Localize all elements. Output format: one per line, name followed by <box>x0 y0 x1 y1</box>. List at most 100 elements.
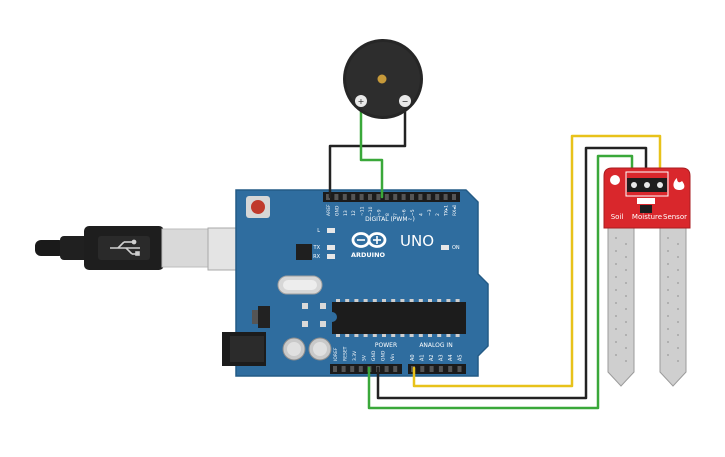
digital-pin-socket[interactable] <box>435 194 440 200</box>
digital-pin-socket[interactable] <box>334 194 339 200</box>
analog-pin-label: A0 <box>410 354 416 361</box>
sensor-component <box>637 198 655 204</box>
power-pin-header[interactable] <box>330 364 402 374</box>
chip-pin <box>391 299 396 302</box>
digital-pin-socket[interactable] <box>368 194 372 200</box>
digital-pin-socket[interactable] <box>426 194 431 200</box>
wire-buzzer-pin8[interactable] <box>359 106 384 199</box>
power-pin-label: 3.3V <box>352 350 358 361</box>
digital-pin-socket[interactable] <box>376 194 381 200</box>
digital-pin-label: ~11 <box>360 206 366 216</box>
power-pin-socket[interactable] <box>341 366 346 372</box>
digital-pin-socket[interactable] <box>401 194 406 200</box>
digital-pin-socket[interactable] <box>384 194 389 200</box>
probe-dot <box>615 315 617 317</box>
chip-pin <box>428 299 432 302</box>
power-pin-label: 5V <box>362 354 368 361</box>
capacitor-1-top <box>287 342 301 356</box>
digital-pin-socket[interactable] <box>326 194 330 200</box>
analog-pin-socket[interactable] <box>429 366 434 372</box>
digital-pin-socket[interactable] <box>351 194 356 200</box>
sensor-pin-sig[interactable] <box>657 182 663 188</box>
probe-dot <box>667 237 669 239</box>
digital-pin-label: 4 <box>418 213 424 216</box>
digital-pin-socket[interactable] <box>418 194 423 200</box>
digital-pin-label: ~3 <box>427 209 433 216</box>
wire-sensor-signal-a0[interactable] <box>412 134 662 388</box>
digital-pin-socket[interactable] <box>443 194 448 200</box>
probe-dot <box>667 276 669 278</box>
wire-buzzer-gnd[interactable] <box>328 106 407 199</box>
chip-pin <box>354 299 359 302</box>
digital-pin-socket[interactable] <box>452 194 456 200</box>
power-pin-socket[interactable] <box>393 366 398 372</box>
digital-pin-socket[interactable] <box>410 194 414 200</box>
atmega-chip <box>332 302 466 334</box>
analog-pin-socket[interactable] <box>438 366 443 372</box>
power-header-label: POWER <box>375 342 397 349</box>
sensor-pin-gnd[interactable] <box>644 182 650 188</box>
power-pin-label: GND <box>381 350 387 361</box>
power-pin-socket[interactable] <box>350 366 355 372</box>
chip-pin <box>391 334 396 337</box>
buzzer-minus-terminal[interactable] <box>399 95 411 107</box>
digital-pin-socket[interactable] <box>359 194 364 200</box>
power-pin-label: GND <box>371 350 377 361</box>
chip-pin <box>400 299 405 302</box>
power-pin-socket[interactable] <box>384 366 389 372</box>
soil-moisture-sensor[interactable]: Soil Moisture Sensor <box>603 167 691 387</box>
digital-pin-socket[interactable] <box>393 194 398 200</box>
sensor-probe-left <box>607 225 635 387</box>
usb-icon <box>110 239 140 256</box>
power-pin-socket[interactable] <box>358 366 363 372</box>
digital-pin-label: ~9 <box>376 209 382 216</box>
sensor-pin-vcc[interactable] <box>631 182 637 188</box>
voltage-regulator <box>258 306 270 328</box>
probe-dot <box>615 276 617 278</box>
probe-dot <box>615 250 617 252</box>
digital-pin-label: ~6 <box>402 209 408 216</box>
chip-pin <box>409 299 414 302</box>
digital-pin-header[interactable] <box>323 192 460 202</box>
chip-pin <box>336 334 340 337</box>
power-pin-label: IOREF <box>333 347 339 361</box>
digital-pin-socket[interactable] <box>342 194 347 200</box>
probe-dot <box>667 289 669 291</box>
buzzer-sound-hole <box>377 74 387 84</box>
component-c <box>302 321 308 327</box>
chip-pin <box>428 334 432 337</box>
piezo-buzzer[interactable]: + − <box>343 39 423 119</box>
probe-dot <box>625 321 627 323</box>
probe-dot <box>667 263 669 265</box>
usb-cable-strain-relief <box>35 240 65 256</box>
buzzer-plus-terminal[interactable] <box>355 95 367 107</box>
analog-pin-socket[interactable] <box>457 366 462 372</box>
analog-pin-label: A1 <box>420 354 426 361</box>
probe-dot <box>667 341 669 343</box>
arduino-logo-icon <box>351 232 387 248</box>
analog-pin-socket[interactable] <box>448 366 453 372</box>
chip-pin <box>336 299 340 302</box>
digital-pin-label: 7 <box>393 213 399 216</box>
wire-sensor-gnd[interactable] <box>376 146 648 400</box>
probe-dot <box>677 321 679 323</box>
led-rx <box>327 254 335 259</box>
wire-sensor-5v[interactable] <box>367 154 634 410</box>
chip-pin <box>345 299 350 302</box>
probe-dot <box>615 302 617 304</box>
sensor-mount-hole-left <box>610 175 620 185</box>
analog-pin-socket[interactable] <box>420 366 425 372</box>
usb-cable-boot <box>60 236 90 260</box>
usb-cable[interactable] <box>35 226 271 271</box>
probe-dot <box>625 347 627 349</box>
led-l-label: L <box>317 228 320 234</box>
chip-pin <box>363 299 368 302</box>
reset-button[interactable] <box>251 200 265 214</box>
probe-dot <box>625 269 627 271</box>
power-pin-socket[interactable] <box>333 366 337 372</box>
analog-pin-header[interactable] <box>408 364 466 374</box>
